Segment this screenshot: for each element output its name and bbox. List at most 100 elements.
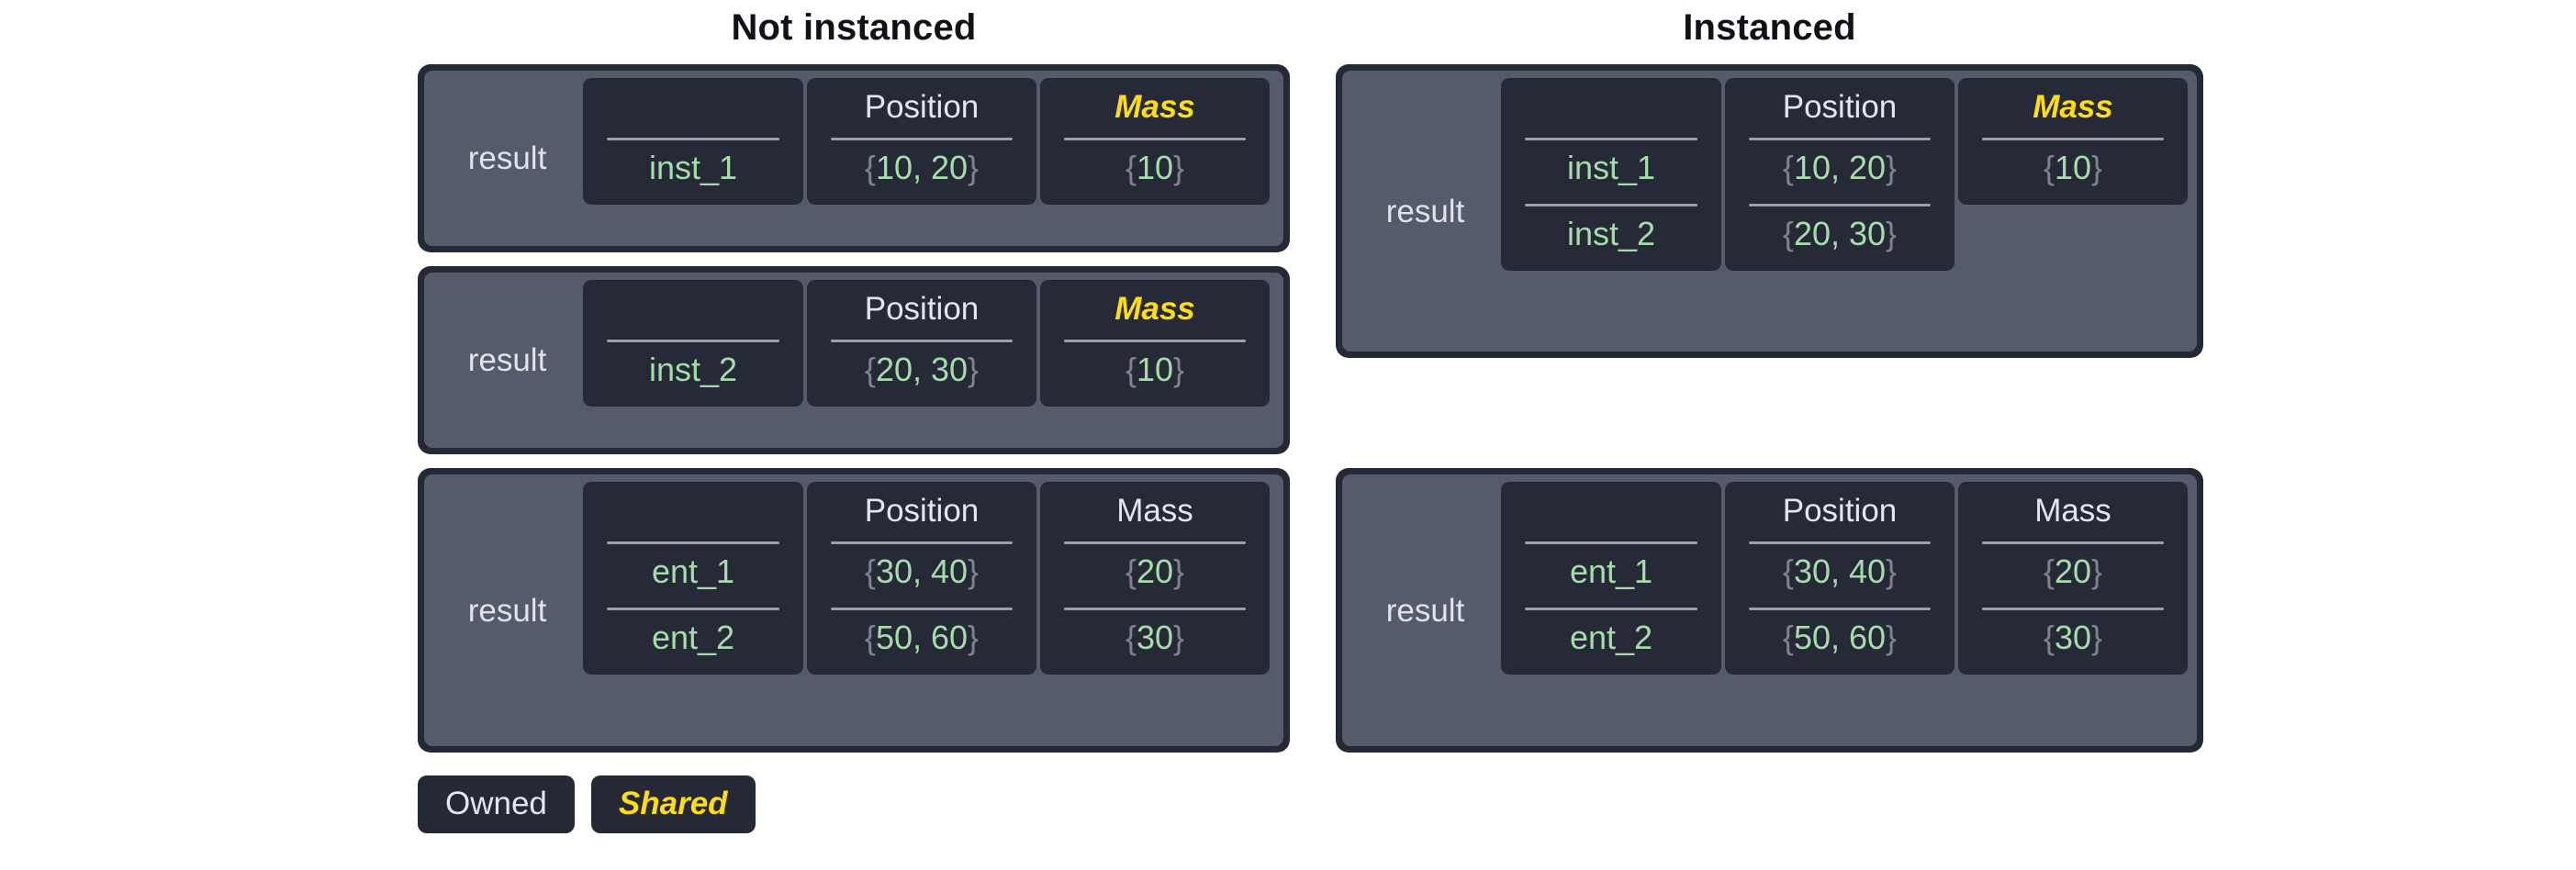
column-header-position: Position: [1782, 88, 1898, 125]
mass-value: 30: [1136, 619, 1174, 656]
table-row: {50, 60}: [807, 610, 1036, 665]
entity-id: inst_1: [1566, 149, 1656, 186]
table-card-not-instanced-entities[interactable]: result ent_1 ent_2 Position: [418, 468, 1290, 753]
table-row: {20, 30}: [807, 342, 1036, 397]
table-row: {10, 20}: [807, 140, 1036, 195]
brace-open: {: [1782, 149, 1794, 186]
position-value: 50, 60: [1793, 619, 1887, 656]
table-row: {20}: [1958, 544, 2188, 599]
position-value: 10, 20: [875, 149, 969, 186]
card-columns: inst_1 inst_2 Position {10, 20} {20,: [1501, 78, 2190, 344]
table-row: inst_2: [583, 342, 803, 397]
row-separator: [831, 541, 1013, 544]
table-row: {10}: [1040, 342, 1270, 397]
table-row: inst_1: [583, 140, 803, 195]
table-row: {10, 20}: [1725, 140, 1954, 195]
table-row: ent_1: [583, 544, 803, 599]
column-position: Position {10, 20} {20, 30}: [1725, 78, 1954, 271]
card-columns: inst_1 Position {10, 20} Mass {10}: [583, 78, 1276, 239]
table-card-not-instanced-inst2[interactable]: result inst_2 Position {20, 30}: [418, 266, 1290, 454]
mass-value: 20: [2054, 552, 2092, 590]
table-card-not-instanced-inst1[interactable]: result inst_1 Position {10, 20}: [418, 64, 1290, 252]
brace-close: }: [1886, 619, 1898, 656]
row-separator: [1982, 138, 2164, 140]
row-separator: [1064, 138, 1246, 140]
brace-close: }: [1886, 215, 1898, 252]
brace-close: }: [1886, 149, 1898, 186]
column-header-mass: Mass: [1114, 290, 1195, 327]
card-panel: result ent_1 ent_2 Position: [424, 474, 1283, 746]
table-row: {30, 40}: [1725, 544, 1954, 599]
row-separator: [1749, 541, 1931, 544]
row-separator: [1749, 608, 1931, 610]
brace-close: }: [2091, 552, 2103, 590]
column-header-entity-id: [583, 84, 803, 129]
table-row: {30, 40}: [807, 544, 1036, 599]
entity-id: ent_2: [651, 619, 735, 656]
card-columns: inst_2 Position {20, 30} Mass {10}: [583, 280, 1276, 441]
position-value: 10, 20: [1793, 149, 1887, 186]
brace-open: {: [864, 619, 876, 656]
entity-id: inst_1: [648, 149, 738, 186]
brace-close: }: [1886, 552, 1898, 590]
brace-close: }: [1173, 149, 1185, 186]
row-separator: [1525, 608, 1697, 610]
brace-open: {: [1125, 149, 1137, 186]
column-title-not-instanced: Not instanced: [731, 7, 977, 48]
table-row: ent_1: [1501, 544, 1721, 599]
position-value: 30, 40: [1793, 552, 1887, 590]
column-header-entity-id: [583, 285, 803, 331]
entity-id: inst_2: [648, 351, 738, 388]
table-row: {30}: [1040, 610, 1270, 665]
column-mass-shared: Mass {10}: [1958, 78, 2188, 205]
position-value: 20, 30: [1793, 215, 1887, 252]
column-mass: Mass {10}: [1040, 78, 1270, 205]
column-header-entity-id: [583, 487, 803, 533]
brace-open: {: [1125, 552, 1137, 590]
position-value: 50, 60: [875, 619, 969, 656]
result-label: result: [1385, 193, 1465, 229]
legend: Owned Shared: [418, 775, 756, 833]
brace-close: }: [1173, 351, 1185, 388]
column-header-position: Position: [864, 88, 980, 125]
table-row: {30}: [1958, 610, 2188, 665]
legend-chip-owned[interactable]: Owned: [418, 775, 575, 833]
column-mass: Mass {20} {30}: [1040, 482, 1270, 675]
table-row: inst_1: [1501, 140, 1721, 195]
column-entity-id: ent_1 ent_2: [1501, 482, 1721, 675]
table-row: ent_2: [583, 610, 803, 665]
table-row: {10}: [1958, 140, 2188, 195]
row-separator: [1525, 138, 1697, 140]
column-entity-id: inst_2: [583, 280, 803, 407]
brace-close: }: [968, 149, 980, 186]
entity-id: ent_1: [1569, 552, 1653, 590]
column-mass: Mass {20} {30}: [1958, 482, 2188, 675]
brace-close: }: [968, 351, 980, 388]
table-row: {20, 30}: [1725, 206, 1954, 262]
brace-open: {: [2043, 149, 2055, 186]
row-separator: [1749, 204, 1931, 206]
card-panel: result inst_1 inst_2 Position: [1342, 71, 2197, 351]
card-panel: result inst_2 Position {20, 30}: [424, 273, 1283, 448]
card-columns: ent_1 ent_2 Position {30, 40} {50, 6: [1501, 482, 2190, 739]
row-separator: [1982, 541, 2164, 544]
card-columns: ent_1 ent_2 Position {30, 40} {50, 6: [583, 482, 1276, 739]
row-separator: [831, 608, 1013, 610]
row-separator: [831, 340, 1013, 342]
row-separator: [607, 608, 779, 610]
column-entity-id: inst_1 inst_2: [1501, 78, 1721, 271]
mass-value: 10: [1136, 149, 1174, 186]
column-header-mass: Mass: [1116, 492, 1193, 529]
entity-id: ent_1: [651, 552, 735, 590]
card-panel: result inst_1 Position {10, 20}: [424, 71, 1283, 246]
column-position: Position {30, 40} {50, 60}: [1725, 482, 1954, 675]
table-card-instanced-instances[interactable]: result inst_1 inst_2 Position: [1336, 64, 2203, 358]
result-label: result: [467, 140, 547, 176]
entity-id: inst_2: [1566, 215, 1656, 252]
table-card-instanced-entities[interactable]: result ent_1 ent_2 Position: [1336, 468, 2203, 753]
column-header-mass: Mass: [2033, 88, 2113, 125]
legend-chip-shared[interactable]: Shared: [590, 775, 756, 833]
brace-close: }: [1173, 619, 1185, 656]
row-separator: [1064, 541, 1246, 544]
